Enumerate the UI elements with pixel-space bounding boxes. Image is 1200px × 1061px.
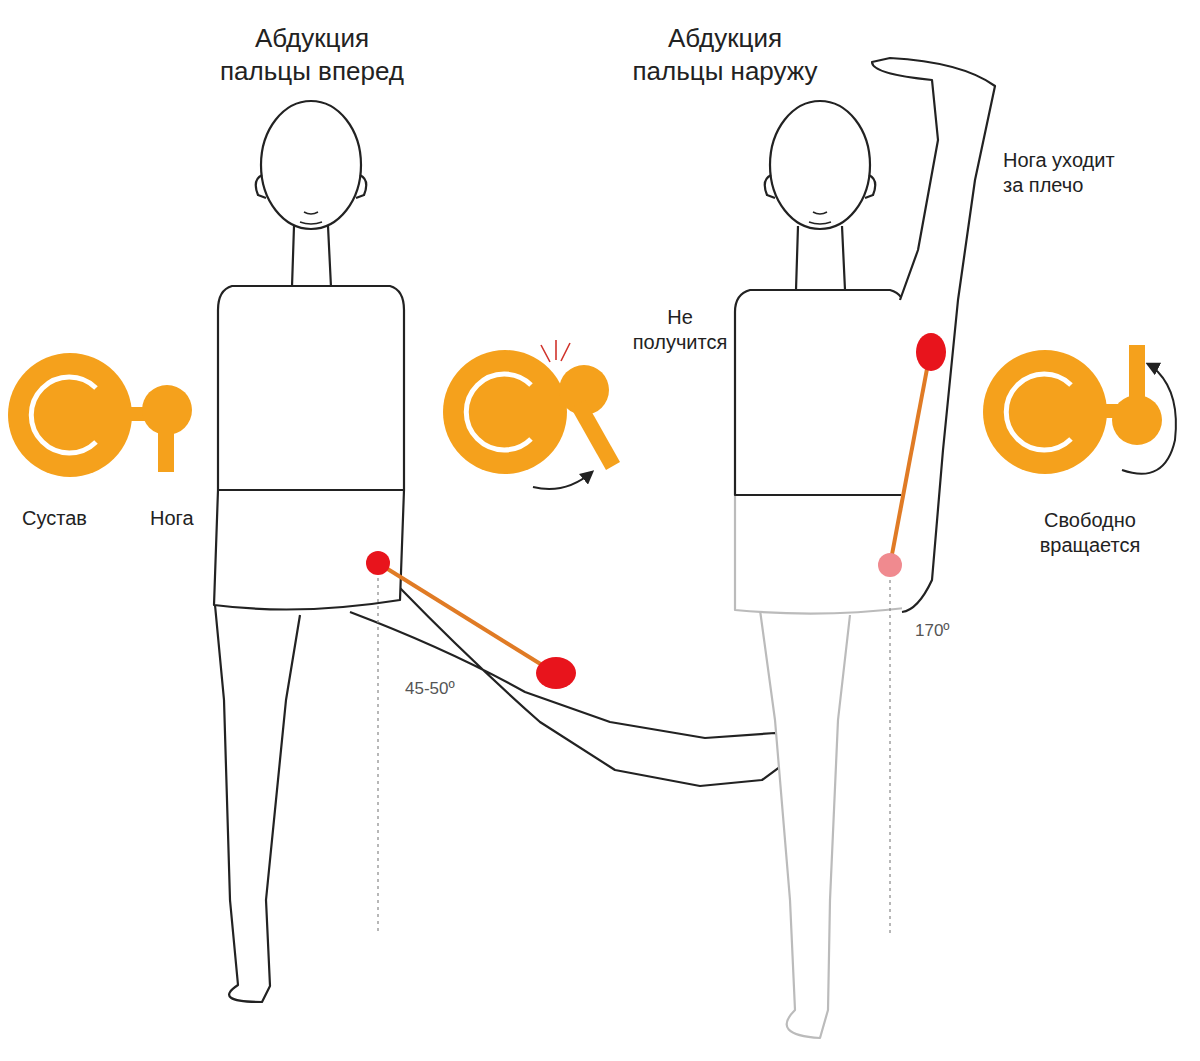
note: Свободно вращается <box>1020 508 1160 558</box>
angle-dimension: 45-50º <box>405 678 485 699</box>
hips <box>214 490 404 609</box>
standing-leg <box>760 610 850 1038</box>
ears <box>256 175 367 198</box>
torso <box>735 290 905 495</box>
vertical-reference <box>889 580 890 935</box>
figure-heading: Абдукция пальцы наружу <box>623 22 828 87</box>
hips <box>735 495 905 614</box>
standing-leg <box>215 605 300 1002</box>
neck <box>292 226 331 287</box>
blocked-joint-icon <box>443 340 620 489</box>
right-figure <box>735 58 995 1038</box>
raised-leg <box>872 58 995 612</box>
head <box>261 101 361 229</box>
note: Не получится <box>625 305 735 355</box>
torso <box>218 286 404 490</box>
left-figure <box>214 101 794 1002</box>
free-joint-icon <box>983 345 1176 474</box>
femur-line <box>378 563 555 673</box>
knee-dot <box>916 333 946 371</box>
figure-heading: Абдукция пальцы вперед <box>210 22 415 87</box>
femur-line <box>890 353 930 565</box>
angle-dimension: 170º <box>915 620 985 641</box>
vertical-reference <box>377 578 378 935</box>
raised-leg <box>350 588 794 786</box>
neck <box>796 226 845 290</box>
hip-dot <box>366 551 390 575</box>
knee-dot <box>536 657 576 689</box>
part-name: Сустав <box>22 506 112 531</box>
head <box>770 101 870 229</box>
ears <box>765 175 876 198</box>
joint-icon <box>8 353 192 477</box>
part-name: Нога <box>150 506 220 531</box>
note: Нога уходит за плечо <box>1003 148 1131 198</box>
face <box>300 212 322 224</box>
face <box>809 212 831 224</box>
hip-dot <box>878 553 902 577</box>
